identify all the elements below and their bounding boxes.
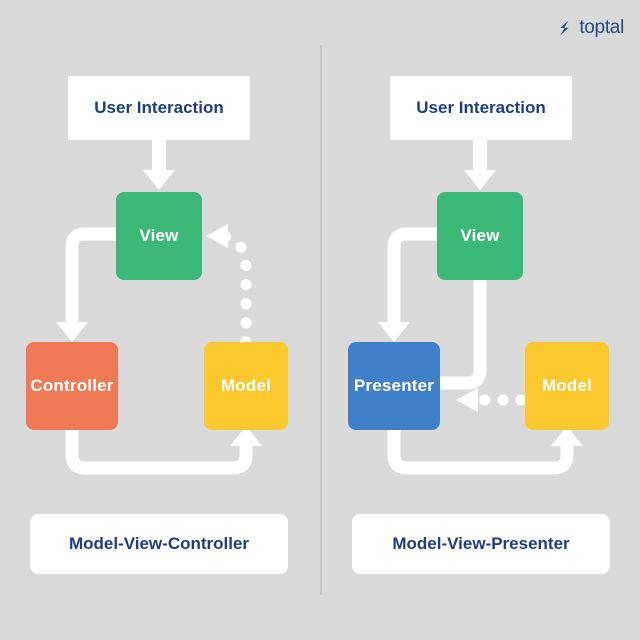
toptal-chevron-icon <box>560 19 569 36</box>
mvp-node-view[interactable]: View <box>437 192 523 280</box>
edge-mvp-user-to-view <box>464 140 496 190</box>
edge-mvc-model-to-view <box>206 224 252 348</box>
mvc-node-model[interactable]: Model <box>204 342 288 430</box>
mvc-node-controller[interactable]: Controller <box>26 342 118 430</box>
mvp-title-box: Model-View-Presenter <box>352 514 610 574</box>
edge-mvp-model-to-presenter <box>456 388 527 412</box>
edge-mvp-presenter-to-view <box>440 280 487 390</box>
mvp-node-presenter-label: Presenter <box>353 376 435 395</box>
toptal-wordmark: toptal <box>579 17 624 38</box>
mvc-node-view-label: View <box>139 226 179 245</box>
mvp-user-interaction-label: User Interaction <box>416 98 546 117</box>
panel-divider <box>320 45 322 595</box>
mvp-node-presenter[interactable]: Presenter <box>348 342 440 430</box>
mvc-node-controller-label: Controller <box>30 376 114 395</box>
mvc-user-interaction-label: User Interaction <box>94 98 224 117</box>
edge-mvp-view-to-presenter <box>378 227 437 342</box>
mvc-user-interaction-box: User Interaction <box>68 76 250 140</box>
mvc-node-view[interactable]: View <box>116 192 202 280</box>
edge-mvp-presenter-to-model <box>387 426 583 475</box>
mvp-user-interaction-box: User Interaction <box>390 76 572 140</box>
mvc-title-box: Model-View-Controller <box>30 514 288 574</box>
edge-mvc-controller-to-model <box>65 426 262 475</box>
mvp-node-view-label: View <box>460 226 500 245</box>
edge-mvc-view-to-controller <box>56 227 116 342</box>
toptal-logo: toptal <box>557 18 624 37</box>
mvc-node-model-label: Model <box>220 376 272 395</box>
mvp-title-label: Model-View-Presenter <box>392 534 570 553</box>
mvp-node-model-label: Model <box>541 376 593 395</box>
mvp-node-model[interactable]: Model <box>525 342 609 430</box>
edge-mvc-user-to-view <box>143 140 175 190</box>
mvc-title-label: Model-View-Controller <box>68 534 250 553</box>
